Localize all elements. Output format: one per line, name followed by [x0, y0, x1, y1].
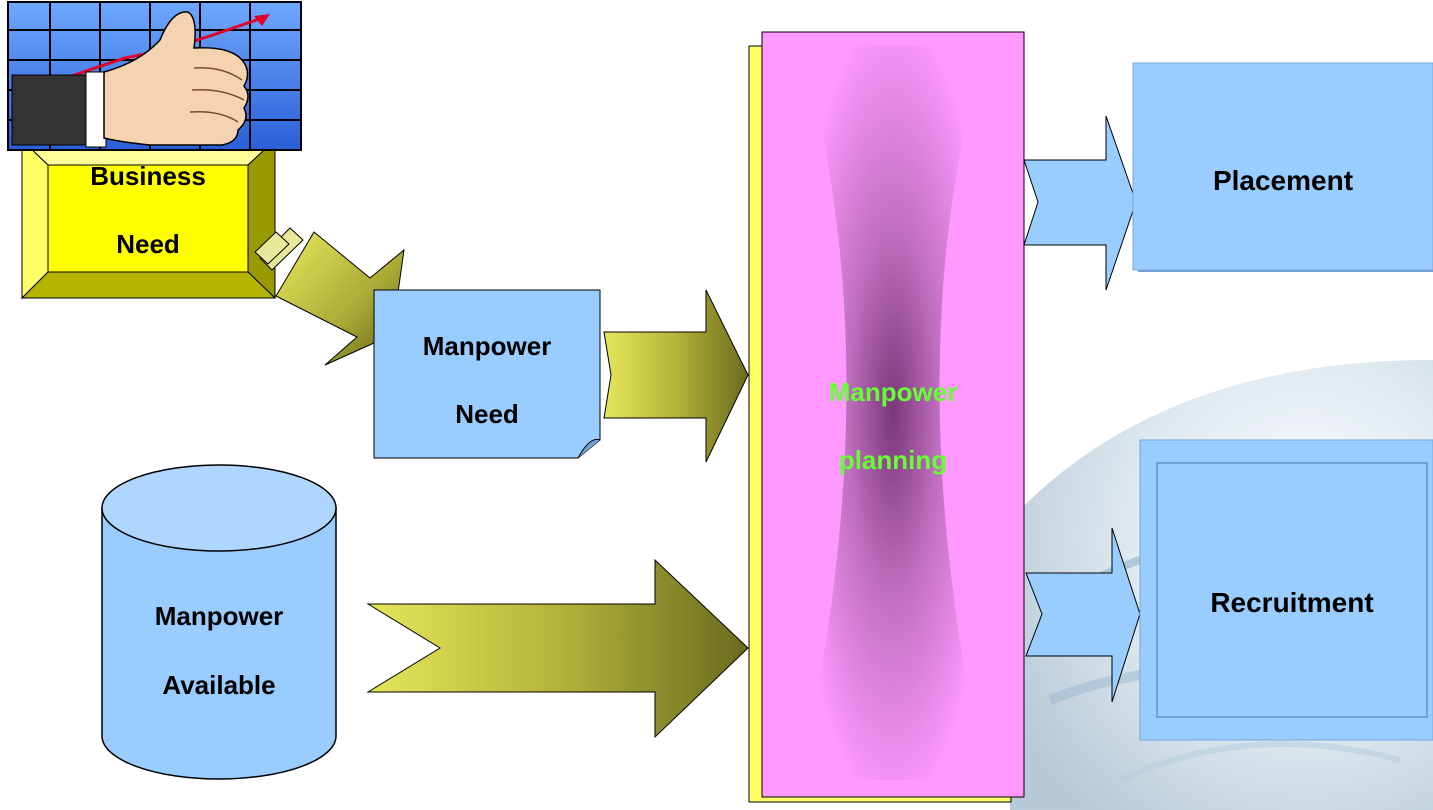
- recruitment-label: Recruitment: [1210, 587, 1373, 618]
- manpower-need-line1: Manpower: [423, 331, 552, 361]
- placement-label: Placement: [1213, 165, 1353, 196]
- business-need-line2: Need: [116, 229, 180, 259]
- business-need-line1: Business: [90, 161, 206, 191]
- arrow-manpower-need-to-planning: [603, 289, 749, 463]
- manpower-available-line1: Manpower: [155, 601, 284, 631]
- manpower-available-line2: Available: [162, 670, 275, 700]
- placement-box: Placement: [1132, 62, 1433, 272]
- manpower-planning-line1: Manpower: [829, 377, 958, 407]
- business-need-box: Business Need: [20, 138, 277, 300]
- manpower-need-box: Manpower Need: [373, 289, 601, 459]
- arrow-business-to-manpower-need: [254, 227, 405, 366]
- manpower-planning-box: Manpower planning: [748, 31, 1025, 803]
- arrow-manpower-available-to-planning: [366, 558, 749, 739]
- manpower-planning-line2: planning: [839, 445, 947, 475]
- arrow-planning-to-recruitment: [1025, 527, 1141, 703]
- arrow-planning-to-placement: [1023, 115, 1137, 291]
- thumbs-up-growth-chart-icon: [7, 1, 302, 151]
- recruitment-box: Recruitment: [1139, 439, 1433, 741]
- manpower-available-cylinder: Manpower Available: [101, 464, 337, 780]
- manpower-need-line2: Need: [455, 399, 519, 429]
